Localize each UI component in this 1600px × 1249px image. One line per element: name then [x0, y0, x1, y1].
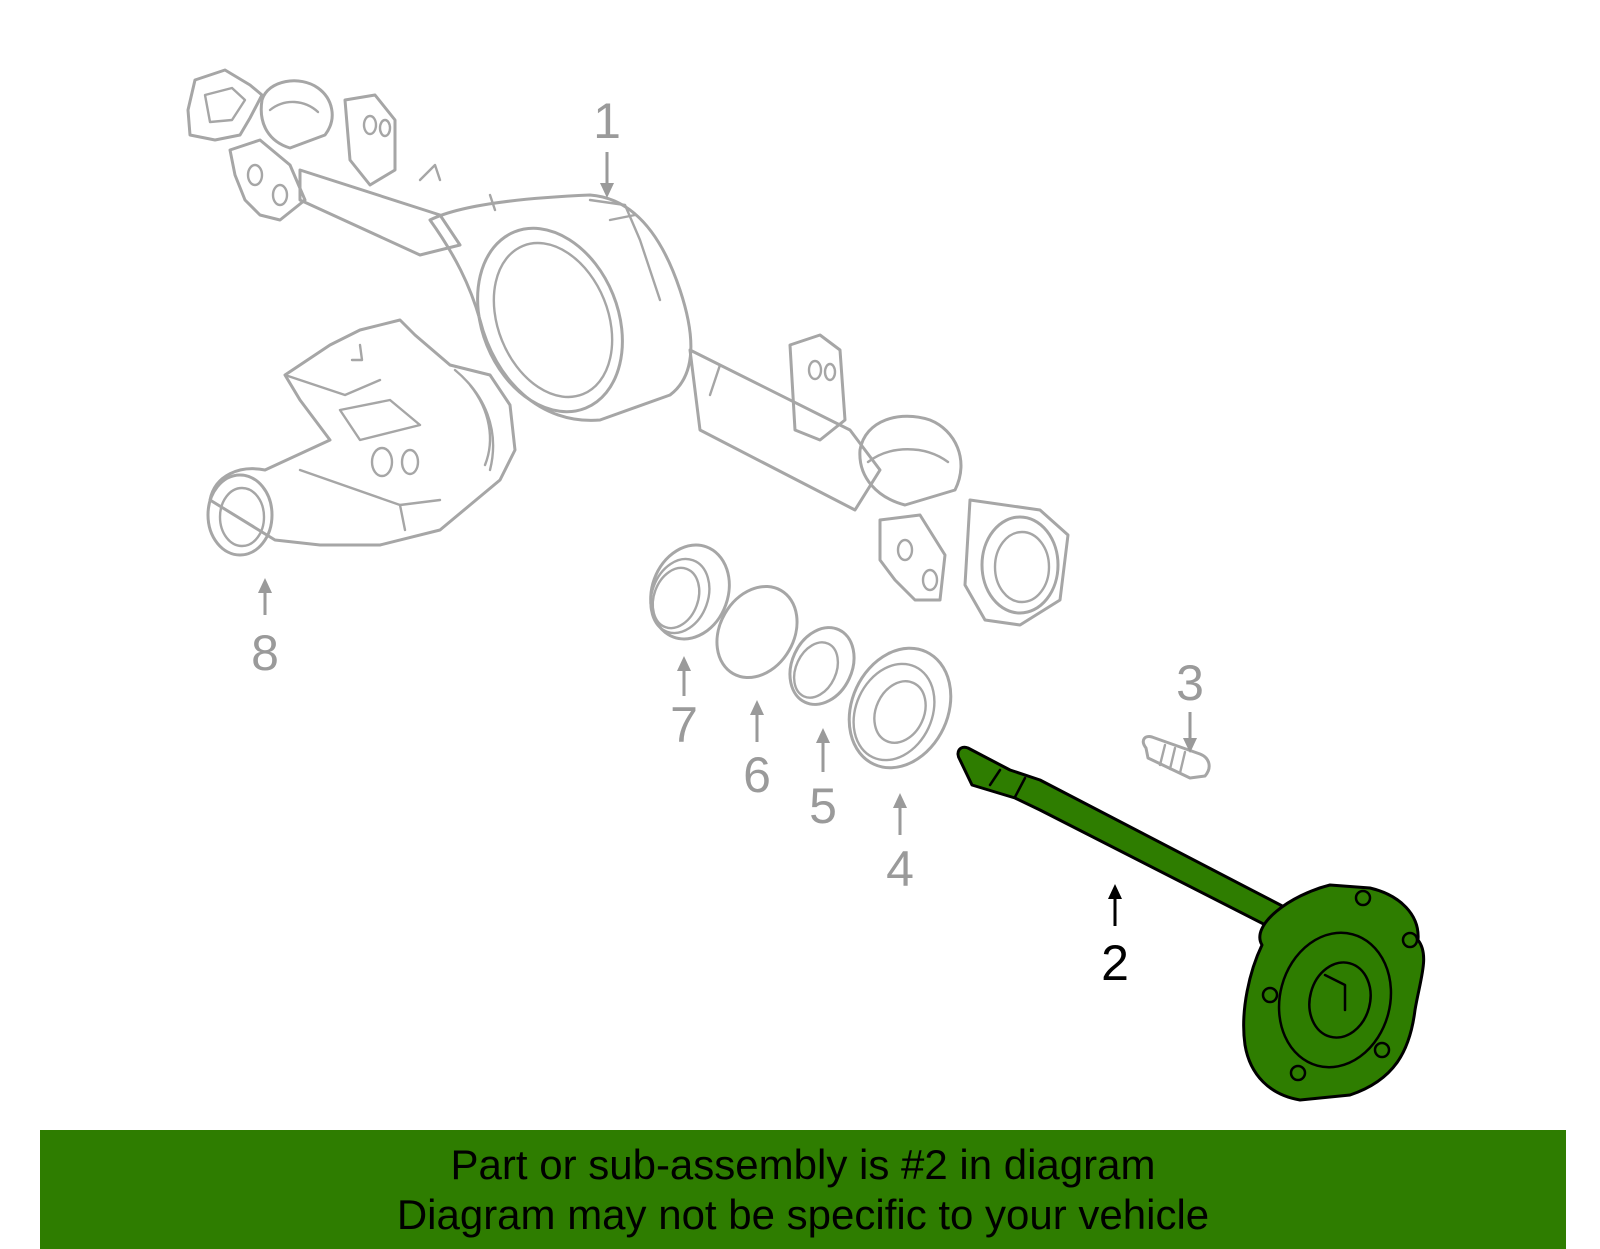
callout-arrow-7	[677, 656, 691, 696]
callout-arrow-2	[1108, 884, 1122, 926]
callout-arrow-5	[816, 728, 830, 772]
callout-arrow-4	[893, 793, 907, 835]
banner-line-part-number: Part or sub-assembly is #2 in diagram	[450, 1141, 1156, 1188]
part-3-wheel-stud	[1141, 735, 1211, 780]
callout-arrow-8	[258, 578, 272, 615]
callout-arrow-3	[1183, 712, 1197, 753]
info-banner: Part or sub-assembly is #2 in diagram Di…	[40, 1130, 1566, 1249]
callout-label-6: 6	[743, 747, 771, 803]
callout-label-1: 1	[593, 93, 621, 149]
part-4-bearing	[847, 646, 953, 770]
callout-label-3: 3	[1176, 655, 1204, 711]
callout-arrow-1	[600, 152, 614, 198]
part-7-oil-seal	[649, 543, 731, 641]
part-5-retainer	[788, 626, 856, 706]
callout-label-7: 7	[670, 697, 698, 753]
callout-label-4: 4	[886, 841, 914, 897]
part-6-o-ring	[715, 585, 799, 679]
callout-arrow-6	[750, 700, 764, 742]
callout-label-5: 5	[809, 778, 837, 834]
part-8-differential-carrier	[206, 318, 517, 557]
callout-label-2: 2	[1101, 935, 1129, 991]
part-2-axle-shaft	[956, 745, 1426, 1102]
callout-label-8: 8	[251, 625, 279, 681]
banner-line-disclaimer: Diagram may not be specific to your vehi…	[396, 1191, 1210, 1238]
part-1-axle-housing	[186, 68, 1070, 627]
